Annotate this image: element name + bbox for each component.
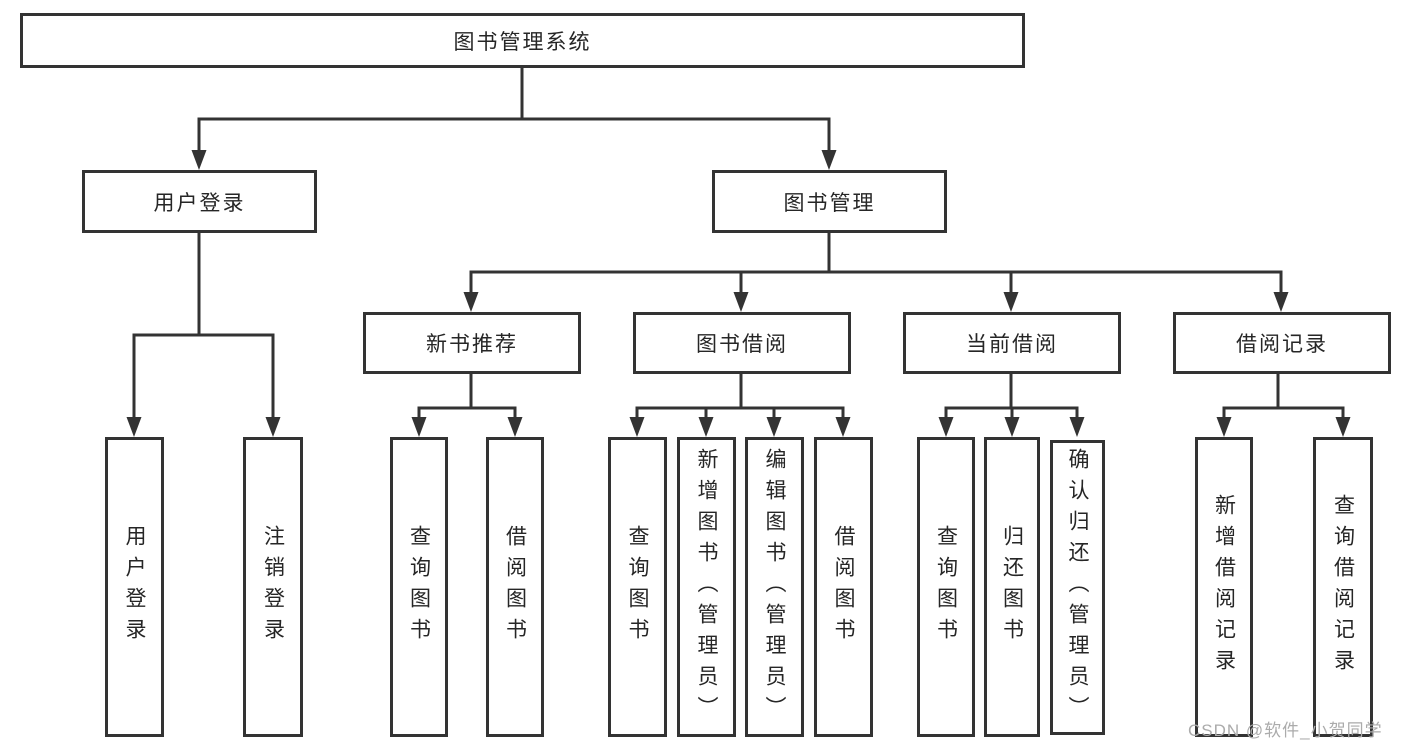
node-label: 编辑图书（管理员） <box>763 447 786 727</box>
node-cb-query-book: 查询图书 <box>917 437 975 737</box>
node-label: 当前借阅 <box>966 333 1058 356</box>
node-logout: 注销登录 <box>243 437 303 737</box>
node-label: 查询图书 <box>407 525 431 649</box>
arrowhead-icon <box>463 292 479 312</box>
node-current-borrow: 当前借阅 <box>903 312 1121 374</box>
node-login: 用户登录 <box>105 437 164 737</box>
node-cb-return-book: 归还图书 <box>984 437 1040 737</box>
node-br-add-record: 新增借阅记录 <box>1195 437 1253 737</box>
arrowhead-icon <box>507 417 523 437</box>
node-bb-borrow-book: 借阅图书 <box>814 437 873 737</box>
node-book-mgmt: 图书管理 <box>712 170 947 233</box>
arrowhead-icon <box>265 417 281 437</box>
node-bb-add-book: 新增图书（管理员） <box>677 437 736 737</box>
node-new-book-rec: 新书推荐 <box>363 312 581 374</box>
node-label: 图书管理系统 <box>453 30 592 54</box>
node-label: 查询图书 <box>626 525 649 649</box>
node-label: 用户登录 <box>123 525 146 649</box>
node-label: 查询借阅记录 <box>1331 494 1355 680</box>
arrowhead-icon <box>1273 292 1289 312</box>
node-borrow-record: 借阅记录 <box>1173 312 1391 374</box>
node-label: 图书管理 <box>783 191 876 215</box>
node-label: 新增借阅记录 <box>1212 494 1236 680</box>
arrowhead-icon <box>766 417 782 437</box>
node-label: 用户登录 <box>153 191 246 215</box>
arrowhead-icon <box>821 150 837 170</box>
arrowhead-icon <box>191 150 207 170</box>
node-label: 查询图书 <box>934 525 958 649</box>
arrowhead-icon <box>1003 292 1019 312</box>
node-bb-edit-book: 编辑图书（管理员） <box>745 437 804 737</box>
arrowhead-icon <box>126 417 142 437</box>
node-label: 归还图书 <box>1000 525 1024 649</box>
node-rec-borrow-book: 借阅图书 <box>486 437 544 737</box>
node-book-borrow: 图书借阅 <box>633 312 851 374</box>
arrowhead-icon <box>1004 417 1020 437</box>
node-root: 图书管理系统 <box>20 13 1025 68</box>
arrowhead-icon <box>698 417 714 437</box>
node-br-query-record: 查询借阅记录 <box>1313 437 1373 737</box>
node-label: 借阅图书 <box>503 525 527 649</box>
arrowhead-icon <box>835 417 851 437</box>
arrowhead-icon <box>938 417 954 437</box>
node-cb-confirm-return: 确认归还（管理员） <box>1050 440 1105 735</box>
node-rec-query-book: 查询图书 <box>390 437 448 737</box>
arrowhead-icon <box>1335 417 1351 437</box>
node-label: 借阅记录 <box>1236 333 1328 356</box>
arrowhead-icon <box>629 417 645 437</box>
node-bb-query-book: 查询图书 <box>608 437 667 737</box>
node-label: 新增图书（管理员） <box>695 447 718 727</box>
arrowhead-icon <box>411 417 427 437</box>
node-label: 新书推荐 <box>426 333 518 356</box>
node-label: 确认归还（管理员） <box>1066 448 1089 727</box>
node-label: 图书借阅 <box>696 333 788 356</box>
node-user-login: 用户登录 <box>82 170 317 233</box>
node-label: 借阅图书 <box>832 525 855 649</box>
watermark: CSDN @软件_小贺同学 <box>1188 721 1383 740</box>
node-label: 注销登录 <box>261 525 285 649</box>
arrowhead-icon <box>1216 417 1232 437</box>
arrowhead-icon <box>1069 417 1085 437</box>
arrowhead-icon <box>733 292 749 312</box>
